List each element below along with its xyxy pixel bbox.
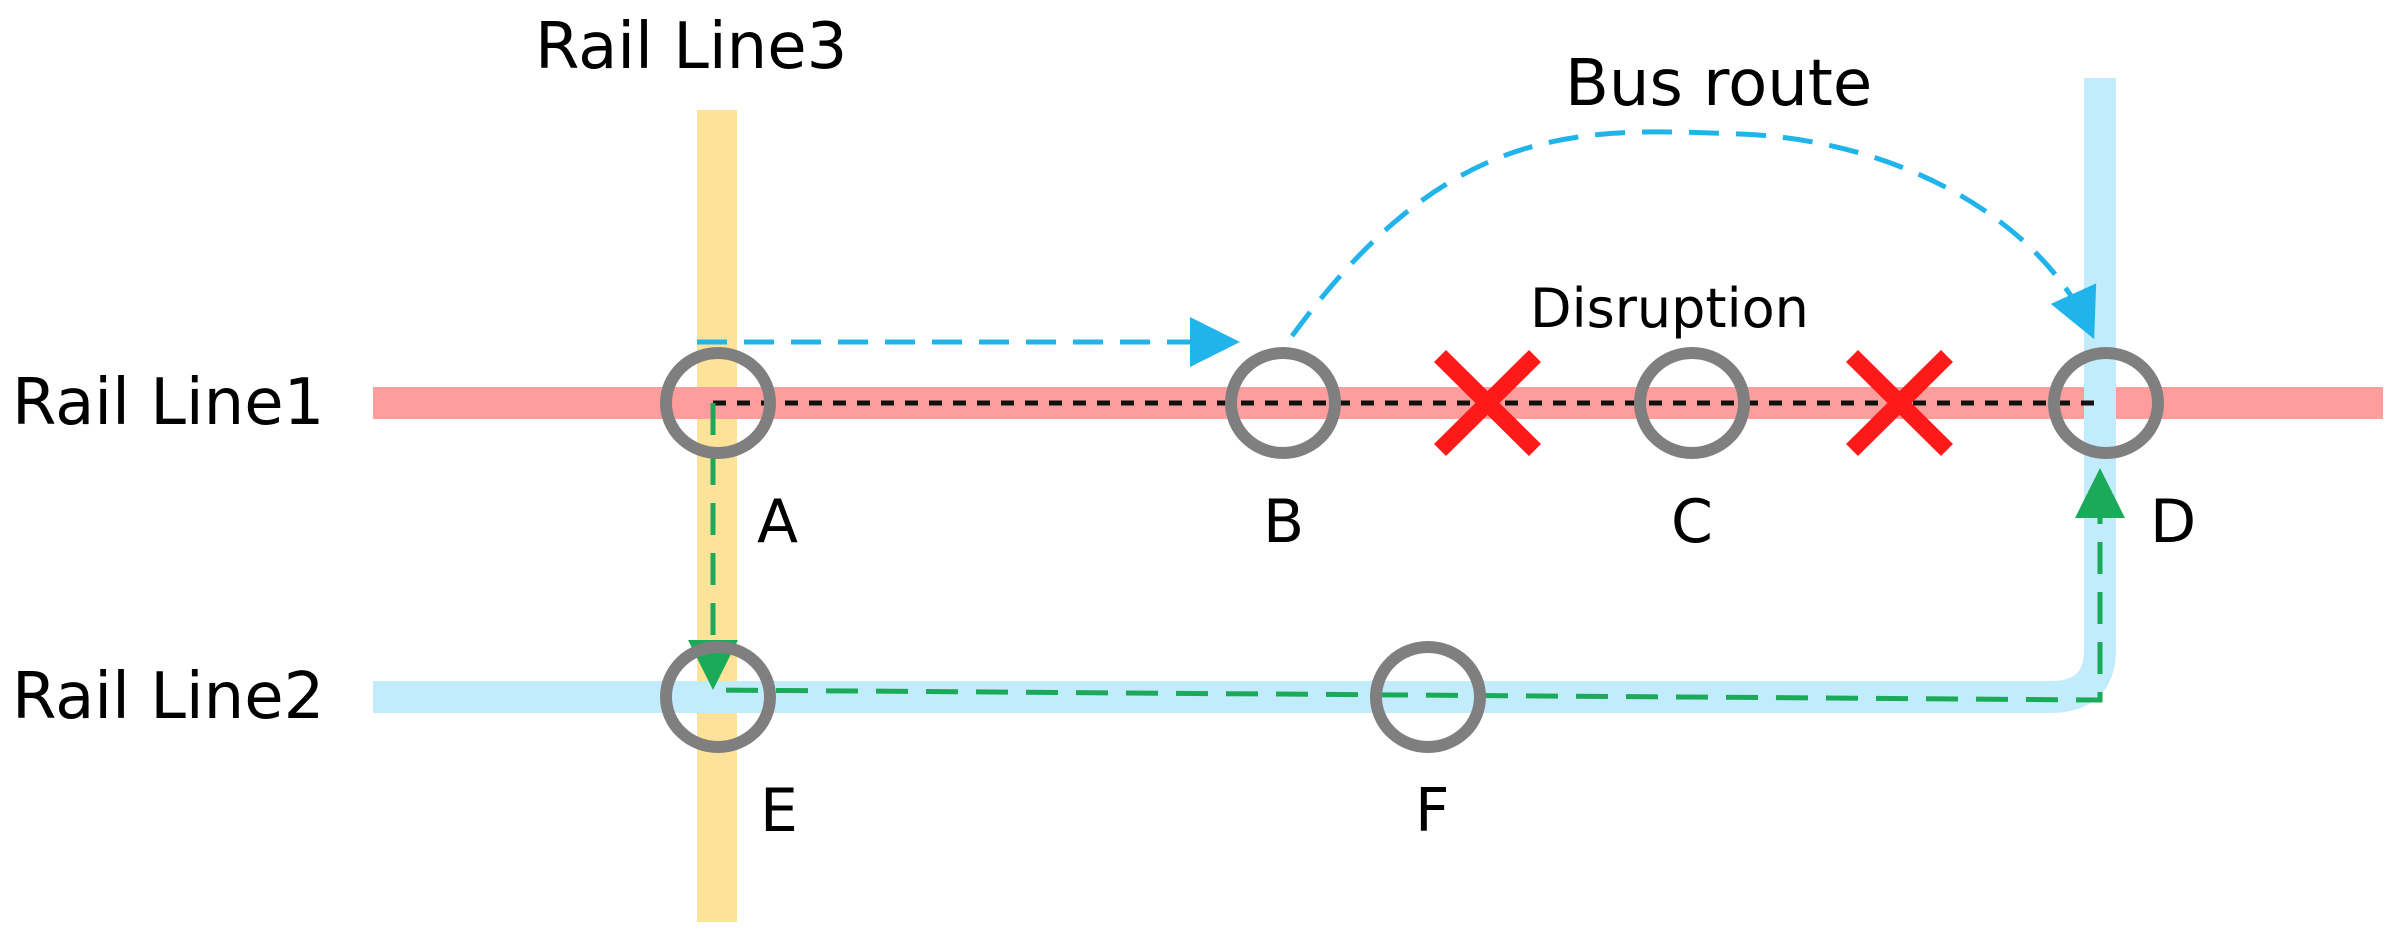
detour-path bbox=[710, 403, 2103, 703]
rail-line2-label: Rail Line2 bbox=[12, 660, 324, 734]
station-a-ring bbox=[660, 347, 776, 459]
disruption-x-mark-2 bbox=[1846, 349, 1953, 457]
station-d-label: D bbox=[2150, 487, 2196, 557]
rail-line3-track bbox=[697, 110, 737, 922]
station-b-ring bbox=[1225, 347, 1341, 459]
station-a-label: A bbox=[757, 487, 798, 557]
station-c-ring bbox=[1634, 347, 1750, 459]
disruption-x-mark-1 bbox=[1434, 349, 1541, 457]
station-e-ring bbox=[660, 641, 776, 753]
station-f-label: F bbox=[1415, 776, 1450, 846]
rail-line1-label: Rail Line1 bbox=[12, 366, 324, 440]
station-f-ring bbox=[1370, 641, 1486, 753]
station-d-ring bbox=[2048, 347, 2164, 459]
bus-route-label: Bus route bbox=[1565, 47, 1872, 121]
rail-line3-label: Rail Line3 bbox=[535, 10, 847, 84]
station-c-label: C bbox=[1671, 487, 1713, 557]
bus-route-path-arc bbox=[1289, 129, 2097, 340]
station-e-label: E bbox=[760, 776, 798, 846]
disruption-label: Disruption bbox=[1530, 277, 1809, 340]
station-b-label: B bbox=[1263, 487, 1304, 557]
